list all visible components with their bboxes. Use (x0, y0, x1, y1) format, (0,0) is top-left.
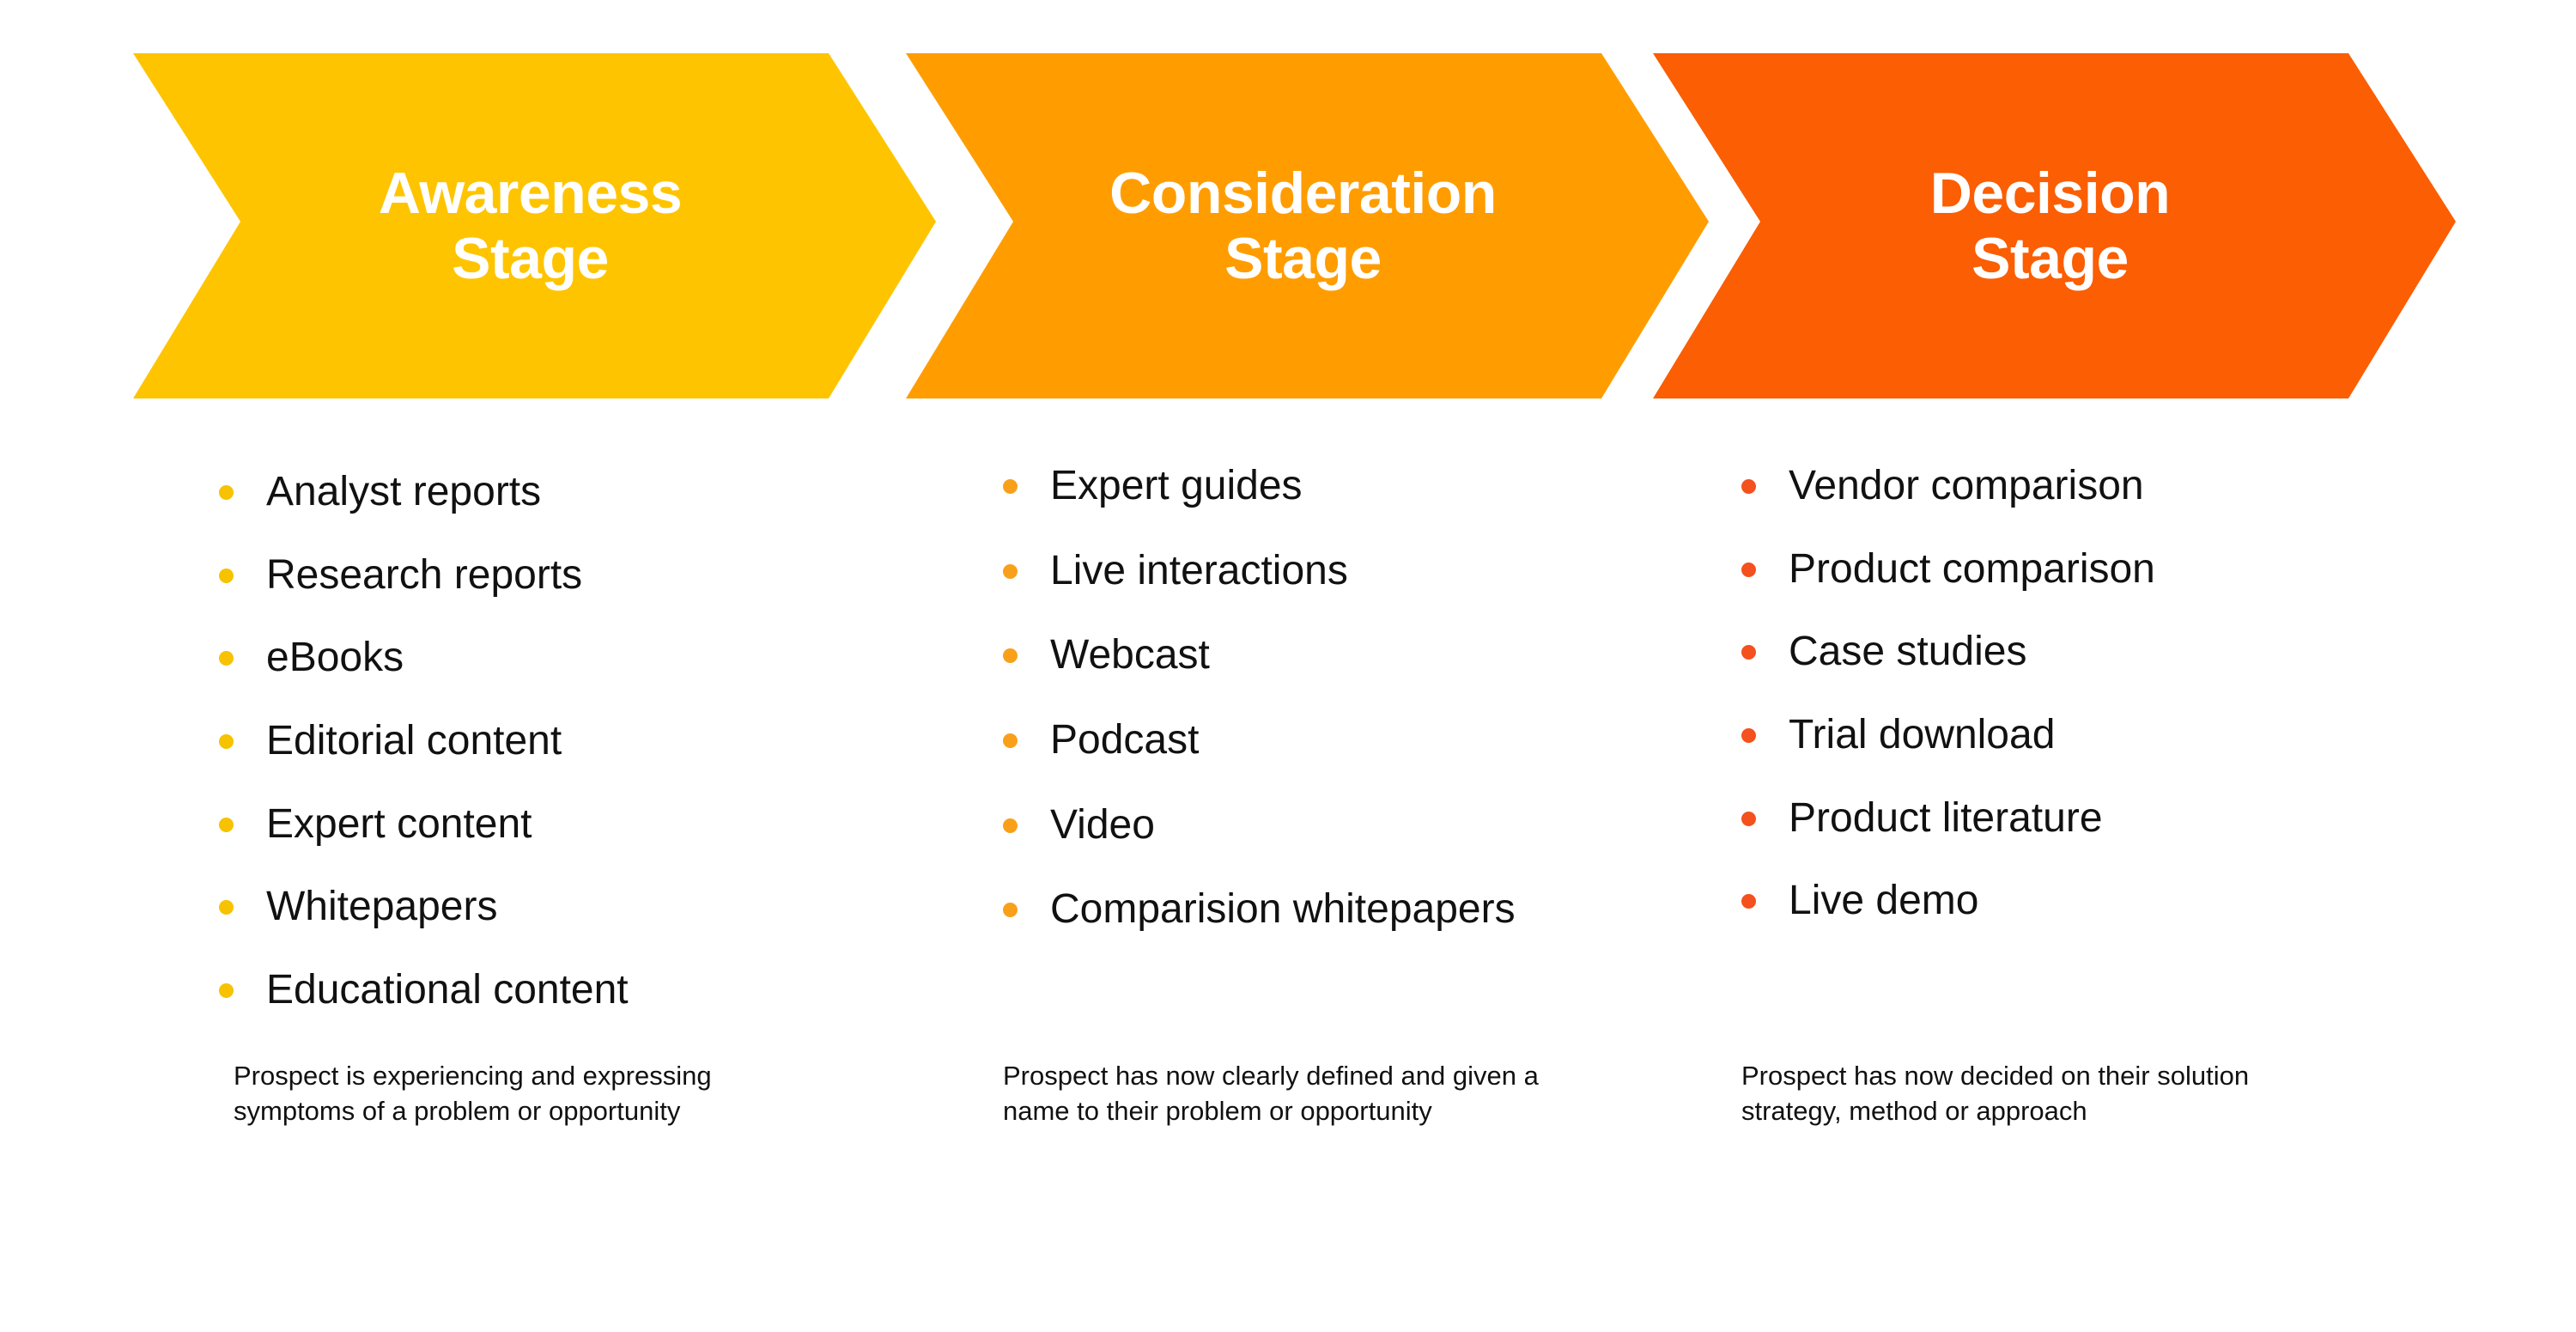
list-item-label: Case studies (1789, 629, 2027, 675)
stage-caption-consideration: Prospect has now clearly defined and giv… (1003, 1061, 1539, 1127)
list-item-label: Podcast (1050, 716, 1200, 763)
bullet-dot-icon (1003, 648, 1018, 664)
list-item[interactable]: eBooks (219, 634, 906, 683)
bullet-dot-icon (219, 817, 234, 832)
list-item-label: Expert content (266, 800, 532, 847)
stage-title-awareness: Awareness Stage (378, 160, 683, 291)
list-item[interactable]: Trial download (1741, 711, 2454, 760)
list-item[interactable]: Analyst reports (219, 468, 906, 517)
list-item-label: Product literature (1789, 794, 2103, 841)
bullet-dot-icon (219, 651, 234, 666)
list-item[interactable]: Video (1003, 801, 1656, 850)
list-item-label: Research reports (266, 551, 583, 598)
bullet-dot-icon (1741, 727, 1756, 743)
bullet-dot-icon (219, 900, 234, 915)
list-item[interactable]: Webcast (1003, 631, 1656, 680)
list-item[interactable]: Comparision whitepapers (1003, 885, 1656, 934)
stage-chevron-decision[interactable]: Decision Stage (1653, 53, 2456, 398)
bullet-dot-icon (219, 568, 234, 583)
bullet-dot-icon (1003, 903, 1018, 918)
list-item-label: Educational content (266, 966, 629, 1013)
list-item[interactable]: Research reports (219, 551, 906, 600)
list-item-label: Video (1050, 801, 1155, 848)
bullet-dot-icon (219, 485, 234, 500)
stage-title-consideration: Consideration Stage (1109, 160, 1497, 291)
stage-title-decision: Decision Stage (1929, 160, 2171, 291)
bullet-dot-icon (1003, 479, 1018, 494)
bullet-dot-icon (219, 733, 234, 749)
list-item[interactable]: Expert content (219, 800, 906, 849)
list-item[interactable]: Vendor comparison (1741, 462, 2454, 511)
list-item-label: Analyst reports (266, 469, 542, 514)
list-item[interactable]: Podcast (1003, 716, 1656, 765)
content-list-decision: Vendor comparison Product comparison Cas… (1741, 462, 2454, 926)
bullet-dot-icon (1003, 818, 1018, 833)
content-column-decision: Vendor comparison Product comparison Cas… (1741, 462, 2454, 960)
content-column-consideration: Expert guides Live interactions Webcast … (1003, 462, 1656, 970)
stage-chevron-band: Awareness Stage Consideration Stage Deci… (0, 0, 2576, 429)
content-column-awareness: Analyst reports Research reports eBooks … (219, 468, 906, 1049)
list-item-label: Product comparison (1789, 545, 2155, 592)
stage-caption-awareness: Prospect is experiencing and expressing … (234, 1061, 712, 1127)
list-item[interactable]: Live demo (1741, 877, 2454, 926)
list-item-label: Whitepapers (266, 884, 498, 930)
list-item[interactable]: Product comparison (1741, 545, 2454, 594)
list-item-label: Live interactions (1050, 547, 1348, 593)
list-item-label: Expert guides (1050, 463, 1303, 508)
list-item[interactable]: Editorial content (219, 717, 906, 766)
bullet-dot-icon (1003, 563, 1018, 579)
list-item-label: Vendor comparison (1789, 463, 2144, 508)
bullet-dot-icon (1741, 811, 1756, 826)
list-item[interactable]: Case studies (1741, 628, 2454, 677)
list-item-label: Comparision whitepapers (1050, 886, 1516, 933)
list-item[interactable]: Product literature (1741, 794, 2454, 843)
content-list-awareness: Analyst reports Research reports eBooks … (219, 468, 906, 1014)
bullet-dot-icon (219, 982, 234, 998)
list-item[interactable]: Educational content (219, 966, 906, 1015)
list-item-label: Webcast (1050, 632, 1210, 678)
list-item-label: eBooks (266, 635, 404, 681)
stage-caption-decision: Prospect has now decided on their soluti… (1741, 1061, 2250, 1127)
list-item-label: Editorial content (266, 717, 562, 763)
bullet-dot-icon (1003, 733, 1018, 748)
stage-chevron-consideration[interactable]: Consideration Stage (906, 53, 1709, 398)
list-item-label: Live demo (1789, 878, 1979, 924)
bullet-dot-icon (1741, 894, 1756, 909)
content-list-consideration: Expert guides Live interactions Webcast … (1003, 462, 1656, 934)
list-item-label: Trial download (1789, 711, 2056, 757)
bullet-dot-icon (1741, 479, 1756, 494)
bullet-dot-icon (1741, 645, 1756, 660)
stage-chevron-awareness[interactable]: Awareness Stage (133, 53, 936, 398)
list-item[interactable]: Whitepapers (219, 883, 906, 932)
list-item[interactable]: Live interactions (1003, 547, 1656, 596)
list-item[interactable]: Expert guides (1003, 462, 1656, 511)
bullet-dot-icon (1741, 562, 1756, 577)
